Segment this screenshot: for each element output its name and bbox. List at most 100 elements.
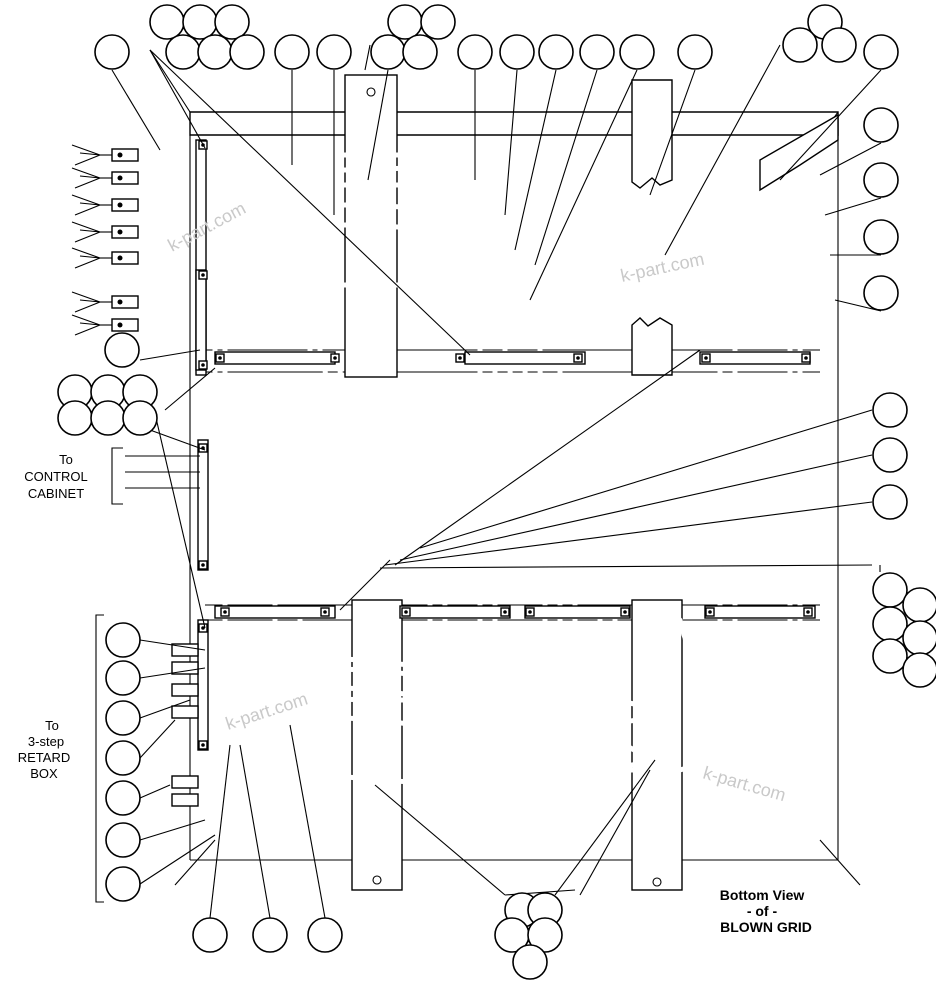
bolt-hole-13 <box>804 356 808 360</box>
cable-22-fill <box>562 255 808 333</box>
lug-strands-6 <box>71 291 101 313</box>
callout-36 <box>872 437 908 473</box>
bolt-hole-14 <box>223 610 227 614</box>
bolt-hole-19 <box>623 610 627 614</box>
leader-26 <box>384 501 873 566</box>
leader-9 <box>504 69 518 216</box>
terminal-lugs <box>71 144 200 807</box>
bolt-hole-21 <box>806 610 810 614</box>
bolt-hole-7 <box>201 743 205 747</box>
callout-19 <box>619 34 655 70</box>
callout-18 <box>579 34 615 70</box>
leader-1 <box>111 69 161 151</box>
leader-43 <box>394 349 701 566</box>
callout-57 <box>527 917 563 953</box>
callout-35 <box>872 392 908 428</box>
callout-33 <box>90 400 126 436</box>
cable-9-fill <box>212 302 313 333</box>
callout-46 <box>105 700 141 736</box>
callout-25 <box>863 162 899 198</box>
lug-hole-2 <box>117 175 123 181</box>
control-cabinet-line3: CABINET <box>28 486 84 501</box>
lug-hole-5 <box>117 255 123 261</box>
leader-27 <box>379 564 873 569</box>
leader-14 <box>664 44 781 256</box>
lug-4 <box>111 225 139 239</box>
callout-5 <box>420 4 456 40</box>
leader-13 <box>649 69 696 196</box>
cable-43-fill <box>297 617 333 733</box>
cable-18-fill <box>492 367 533 758</box>
to-control-cabinet-label: To CONTROL CABINET <box>24 452 88 501</box>
clamp-bar-10 <box>524 605 631 619</box>
leader-22 <box>149 429 206 451</box>
leader-11 <box>534 69 598 266</box>
callout-9 <box>197 34 233 70</box>
clamp-bar-6 <box>464 351 586 365</box>
cable-42-outline <box>679 619 771 741</box>
cable-2-fill <box>192 161 543 363</box>
lug-3 <box>111 198 139 212</box>
leader-34 <box>139 819 206 841</box>
cable-5-fill <box>197 222 483 363</box>
cable-13-fill <box>197 357 563 483</box>
callout-leaders <box>111 44 882 919</box>
clamp-bar-2 <box>195 269 207 371</box>
lower-lug-1 <box>171 643 199 657</box>
callout-3 <box>214 4 250 40</box>
cable-8-fill <box>212 232 503 288</box>
bolt-hole-15 <box>323 610 327 614</box>
cable-10-fill <box>212 157 233 603</box>
callout-8 <box>165 34 201 70</box>
watermarks: k-part.com k-part.com k-part.com k-part.… <box>164 198 788 805</box>
callout-23 <box>863 34 899 70</box>
callout-42 <box>872 638 908 674</box>
lug-1 <box>111 148 139 162</box>
leader-30 <box>139 667 206 679</box>
watermark-4: k-part.com <box>701 763 788 806</box>
leader-24 <box>419 409 873 549</box>
callout-50 <box>105 866 141 902</box>
leader-10 <box>514 69 557 251</box>
bolt-hole-20 <box>708 610 712 614</box>
cable-14-fill <box>197 487 278 623</box>
bolt-hole-18 <box>528 610 532 614</box>
cable-23-fill <box>542 187 803 303</box>
clamp-bar-8 <box>214 605 336 619</box>
leader-21 <box>164 367 216 411</box>
cable-1-fill <box>192 152 508 178</box>
leader-33 <box>139 784 171 799</box>
leader-37 <box>239 744 271 919</box>
callout-41 <box>902 620 936 656</box>
bolt-hole-16 <box>404 610 408 614</box>
leader-29 <box>139 639 206 651</box>
cable-20-fill <box>522 367 563 783</box>
watermark-2: k-part.com <box>619 249 706 286</box>
leader-16 <box>819 142 882 176</box>
leader-42 <box>579 769 651 896</box>
lower-lug-4 <box>171 705 199 719</box>
clamp-bar-3 <box>197 439 209 571</box>
cable-34-fill <box>212 727 663 785</box>
callout-7 <box>94 34 130 70</box>
leader-23 <box>155 417 206 629</box>
callout-1 <box>149 4 185 40</box>
leader-31 <box>139 699 191 719</box>
lug-7 <box>111 318 139 332</box>
cable-26-outline <box>789 299 826 819</box>
title-line3: BLOWN GRID <box>720 919 812 935</box>
callout-11 <box>274 34 310 70</box>
leader-2 <box>149 49 206 149</box>
lug-hole-7 <box>117 322 123 328</box>
lug-strands-3 <box>71 194 101 216</box>
callout-4 <box>387 4 423 40</box>
callout-44 <box>105 622 141 658</box>
diagram-title: Bottom View - of - BLOWN GRID <box>720 887 812 935</box>
callout-53 <box>307 917 343 953</box>
cable-6-fill <box>207 242 323 363</box>
cable-34-outline <box>214 729 661 784</box>
cable-16-fill <box>337 367 448 743</box>
bolt-hole-10 <box>458 356 462 360</box>
